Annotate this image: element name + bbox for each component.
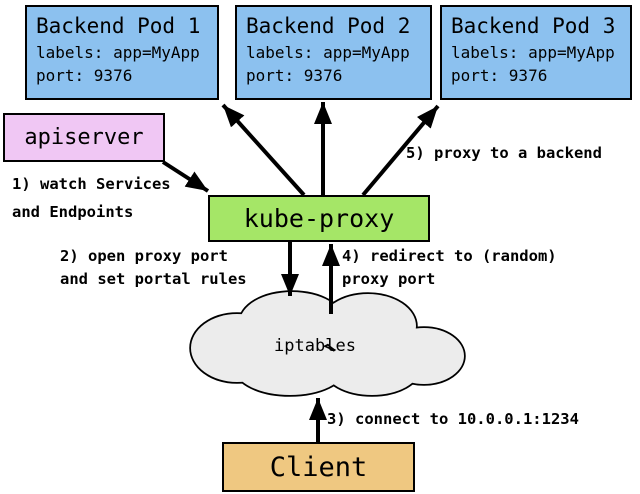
pod-labels: labels: app=MyApp bbox=[36, 43, 200, 62]
pod-port: port: 9376 bbox=[36, 66, 133, 85]
step1-annotation: 1) watch Services and Endpoints bbox=[12, 170, 171, 226]
step2-line1: 2) open proxy port bbox=[60, 247, 228, 265]
backend-pod-3-node: Backend Pod 3 labels: app=MyApp port: 93… bbox=[440, 5, 632, 100]
step5-annotation: 5) proxy to a backend bbox=[406, 144, 602, 162]
kube-proxy-node: kube-proxy bbox=[208, 195, 430, 242]
arrow-step1-apiserver-to-kubeproxy bbox=[161, 160, 210, 193]
iptables-label: iptables bbox=[274, 336, 356, 356]
pod-port: port: 9376 bbox=[246, 66, 343, 85]
pod-labels: labels: app=MyApp bbox=[451, 43, 615, 62]
pod-title: Backend Pod 2 bbox=[246, 14, 411, 38]
client-label: Client bbox=[269, 451, 368, 483]
step4-annotation: 4) redirect to (random) proxy port bbox=[342, 245, 557, 291]
backend-pod-2-node: Backend Pod 2 labels: app=MyApp port: 93… bbox=[235, 5, 432, 100]
step4-line1: 4) redirect to (random) bbox=[342, 247, 557, 265]
iptables-cloud bbox=[189, 290, 466, 397]
step2-annotation: 2) open proxy port and set portal rules bbox=[60, 245, 247, 291]
pod-labels: labels: app=MyApp bbox=[246, 43, 410, 62]
step1-line2: and Endpoints bbox=[12, 203, 134, 221]
step2-line2: and set portal rules bbox=[60, 270, 247, 288]
arrow-step5-kubeproxy-to-pod3 bbox=[361, 104, 440, 197]
apiserver-node: apiserver bbox=[3, 113, 165, 162]
step1-line1: 1) watch Services bbox=[12, 175, 171, 193]
backend-pod-1-node: Backend Pod 1 labels: app=MyApp port: 93… bbox=[25, 5, 219, 100]
step3-annotation: 3) connect to 10.0.0.1:1234 bbox=[327, 410, 579, 428]
client-node: Client bbox=[222, 442, 415, 492]
pod-port: port: 9376 bbox=[451, 66, 548, 85]
kube-proxy-label: kube-proxy bbox=[243, 204, 395, 233]
step4-line2: proxy port bbox=[342, 270, 436, 288]
pod-title: Backend Pod 1 bbox=[36, 14, 201, 38]
apiserver-label: apiserver bbox=[24, 125, 144, 150]
pod-title: Backend Pod 3 bbox=[451, 14, 616, 38]
arrow-step5-kubeproxy-to-pod1 bbox=[221, 103, 306, 197]
